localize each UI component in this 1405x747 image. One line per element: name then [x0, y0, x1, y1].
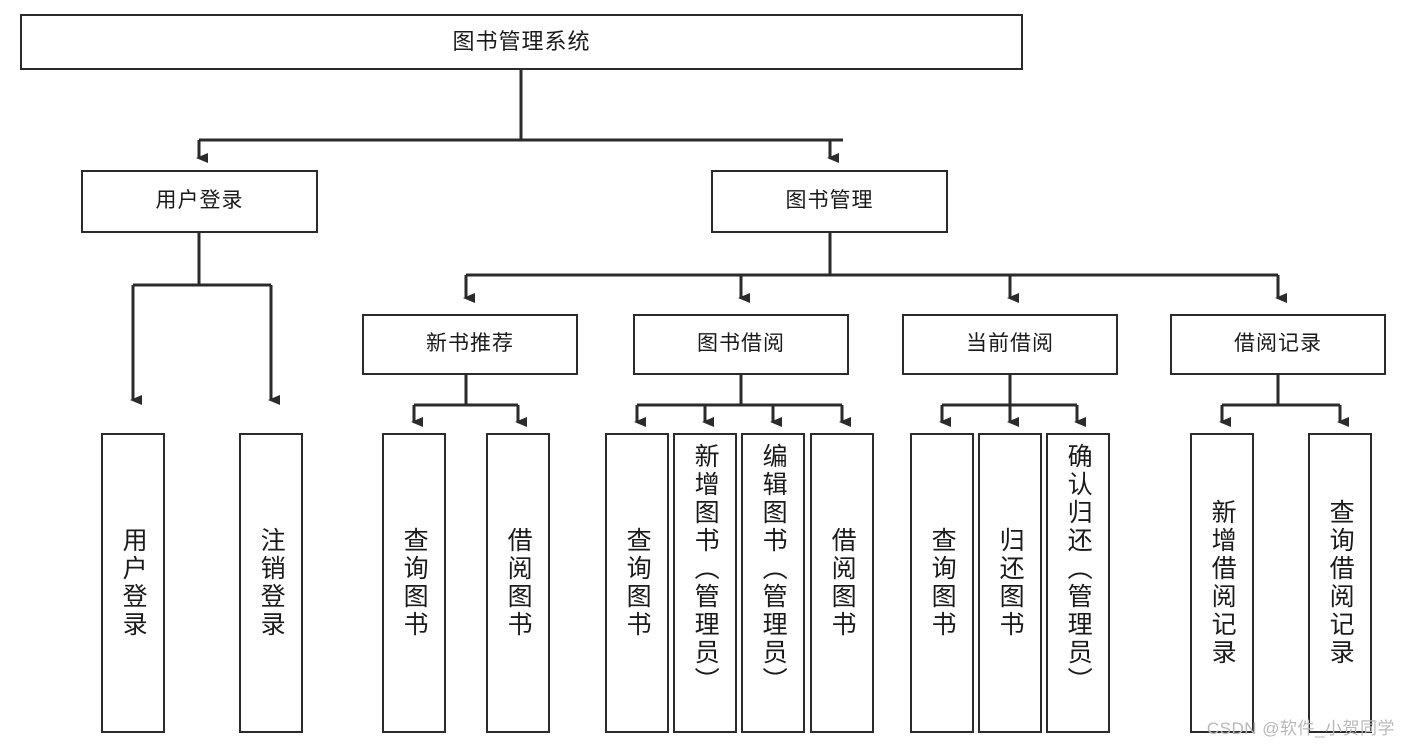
node-leaf-borrow-book-1[interactable]: 借阅图书: [486, 433, 550, 733]
node-leaf-add-book[interactable]: 新增图书（管理员）: [673, 433, 737, 733]
node-root-label: 图书管理系统: [452, 29, 591, 55]
node-leaf-borrow-book-2-label: 借阅图书: [828, 527, 857, 639]
node-leaf-add-record-label: 新增借阅记录: [1208, 499, 1237, 667]
node-leaf-query-book-3-label: 查询图书: [928, 527, 957, 639]
node-leaf-user-login-label: 用户登录: [119, 527, 148, 639]
node-book-borrow-label: 图书借阅: [697, 332, 785, 356]
node-borrow-record-label: 借阅记录: [1234, 332, 1322, 356]
node-leaf-add-book-label: 新增图书（管理员）: [691, 443, 720, 695]
node-new-book-recommend-label: 新书推荐: [426, 332, 514, 356]
node-leaf-return-book[interactable]: 归还图书: [978, 433, 1042, 733]
node-new-book-recommend[interactable]: 新书推荐: [362, 314, 578, 375]
node-leaf-query-record[interactable]: 查询借阅记录: [1308, 433, 1372, 733]
node-book-borrow[interactable]: 图书借阅: [633, 314, 849, 375]
node-book-manage[interactable]: 图书管理: [711, 170, 948, 233]
node-leaf-query-record-label: 查询借阅记录: [1326, 499, 1355, 667]
node-leaf-query-book-1[interactable]: 查询图书: [382, 433, 446, 733]
node-leaf-query-book-2[interactable]: 查询图书: [605, 433, 669, 733]
node-current-borrow-label: 当前借阅: [966, 332, 1054, 356]
node-borrow-record[interactable]: 借阅记录: [1170, 314, 1386, 375]
node-user-login-label: 用户登录: [155, 189, 244, 213]
node-leaf-query-book-1-label: 查询图书: [400, 527, 429, 639]
node-leaf-confirm-return-label: 确认归还（管理员）: [1064, 443, 1093, 695]
node-leaf-user-logout-label: 注销登录: [257, 527, 286, 639]
node-book-manage-label: 图书管理: [785, 189, 874, 213]
node-root[interactable]: 图书管理系统: [20, 14, 1023, 70]
node-leaf-confirm-return[interactable]: 确认归还（管理员）: [1046, 433, 1110, 733]
node-leaf-user-login[interactable]: 用户登录: [101, 433, 165, 733]
node-current-borrow[interactable]: 当前借阅: [902, 314, 1118, 375]
node-leaf-edit-book-label: 编辑图书（管理员）: [759, 443, 788, 695]
node-leaf-add-record[interactable]: 新增借阅记录: [1190, 433, 1254, 733]
node-leaf-user-logout[interactable]: 注销登录: [239, 433, 303, 733]
node-leaf-borrow-book-1-label: 借阅图书: [504, 527, 533, 639]
node-leaf-edit-book[interactable]: 编辑图书（管理员）: [741, 433, 805, 733]
node-leaf-query-book-2-label: 查询图书: [623, 527, 652, 639]
node-leaf-return-book-label: 归还图书: [996, 527, 1025, 639]
node-user-login[interactable]: 用户登录: [81, 170, 318, 233]
csdn-watermark: CSDN @软件_小贺同学: [1206, 719, 1395, 738]
node-leaf-query-book-3[interactable]: 查询图书: [910, 433, 974, 733]
node-leaf-borrow-book-2[interactable]: 借阅图书: [810, 433, 874, 733]
